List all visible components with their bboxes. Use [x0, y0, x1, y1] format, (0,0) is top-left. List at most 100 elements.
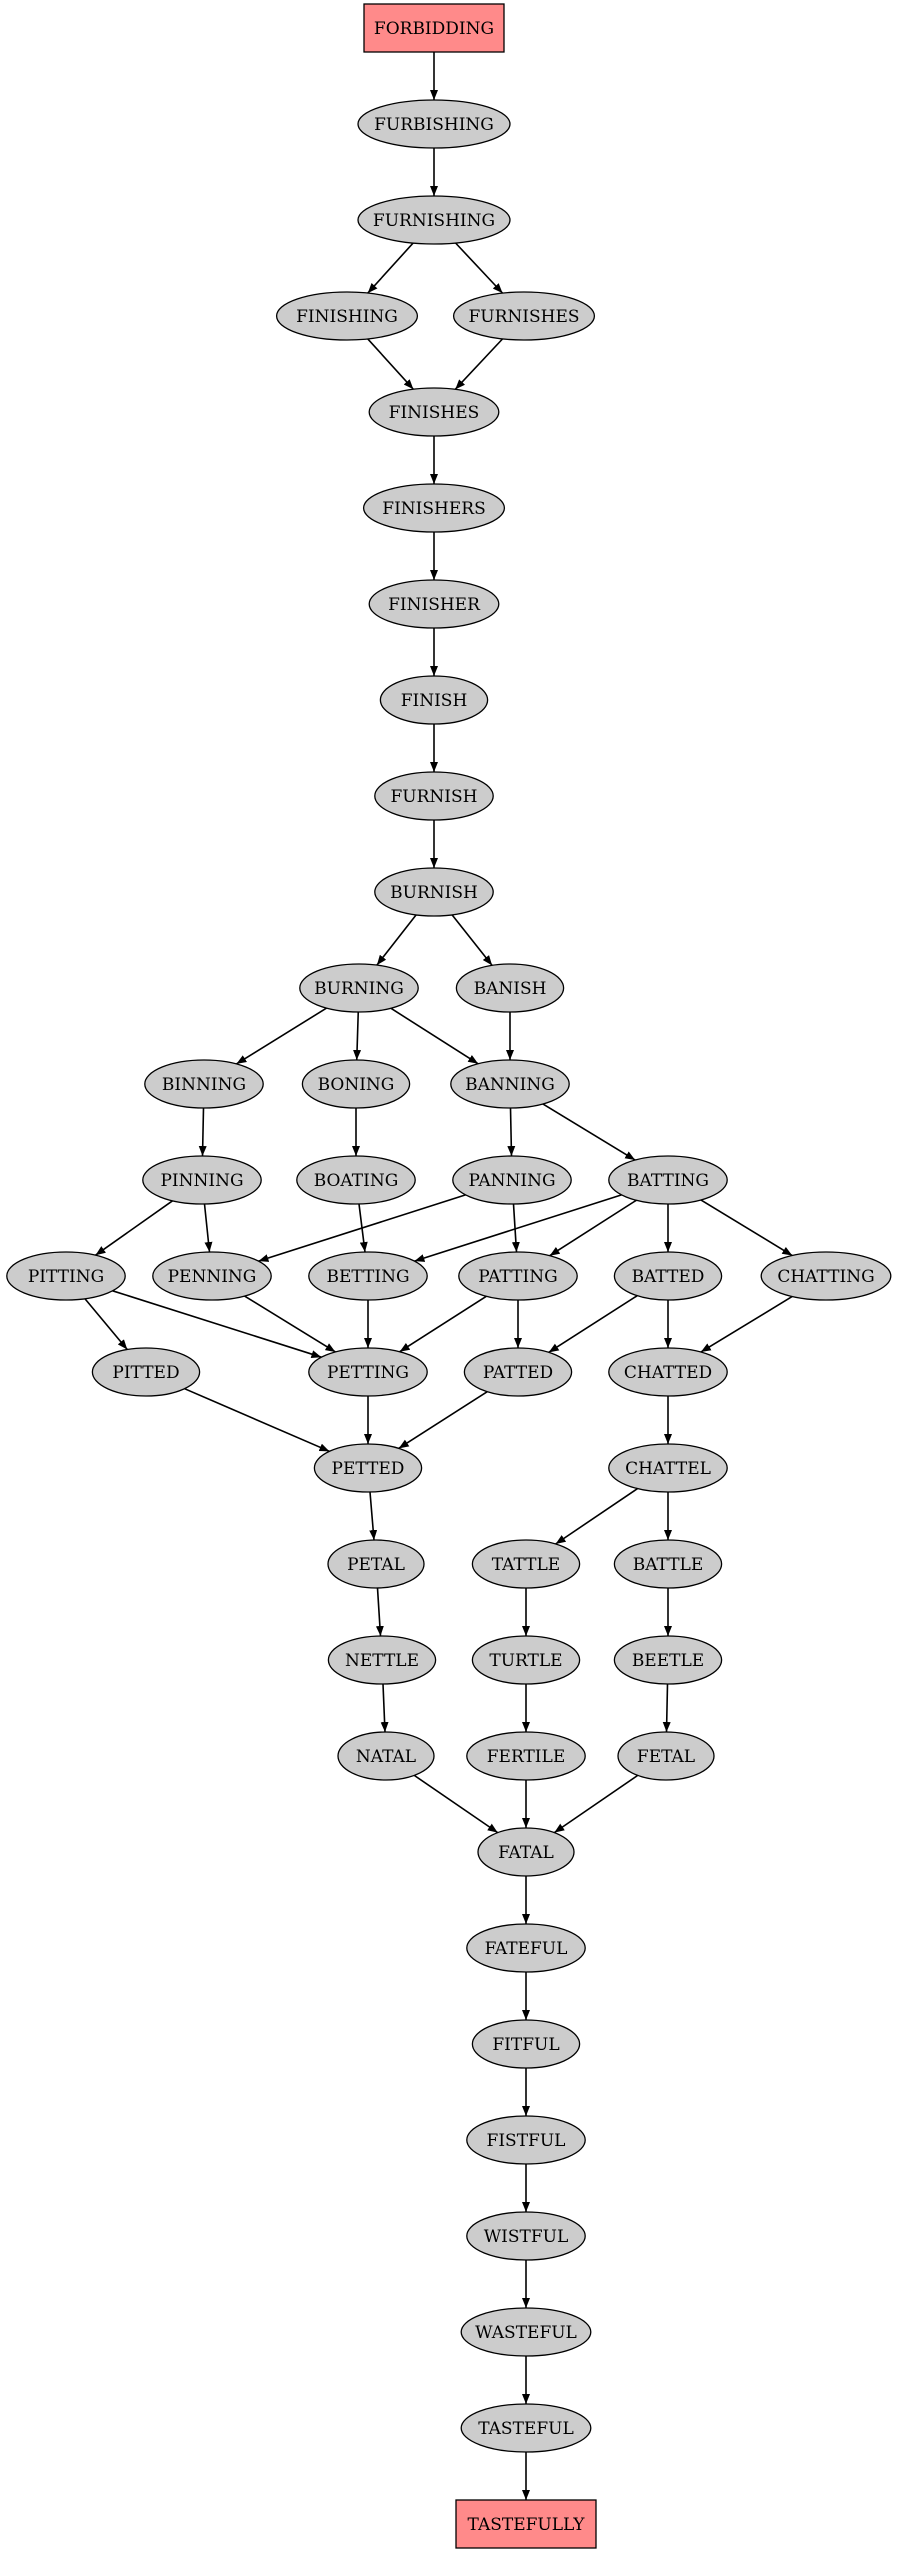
edge-nettle-to-natal	[380, 1683, 389, 1733]
edge-natal-to-fatal	[413, 1774, 499, 1834]
node-battle: BATTLE	[613, 1539, 723, 1589]
edge-finishing-to-finishes	[367, 338, 414, 390]
node-ellipse	[608, 1347, 728, 1397]
node-label: NATAL	[356, 1747, 416, 1767]
node-label: PENNING	[168, 1267, 257, 1287]
node-box	[455, 2499, 597, 2549]
node-ellipse	[296, 1155, 416, 1205]
node-ellipse	[308, 1251, 428, 1301]
node-ellipse	[455, 963, 565, 1013]
node-label: PETAL	[347, 1555, 405, 1575]
node-banish: BANISH	[455, 963, 565, 1013]
node-patting: PATTING	[458, 1251, 578, 1301]
node-batting: BATTING	[608, 1155, 728, 1205]
node-ellipse	[275, 291, 419, 341]
node-fateful: FATEFUL	[466, 1923, 586, 1973]
edge-burning-to-boning	[353, 1011, 362, 1061]
edge-panning-to-patting	[511, 1203, 520, 1253]
nodes-layer: FORBIDDING FURBISHING FURNISHING FINISHING F…	[6, 3, 892, 2549]
edge-pitting-to-pitted	[84, 1298, 128, 1351]
node-ellipse	[613, 1635, 723, 1685]
node-label: PETTING	[327, 1363, 409, 1383]
node-ellipse	[142, 1155, 262, 1205]
edge-batting-to-betting	[414, 1194, 622, 1262]
edge-petal-to-nettle	[375, 1587, 384, 1637]
node-fatal: FATAL	[477, 1827, 575, 1877]
node-label: FURBISHING	[374, 115, 494, 135]
node-ellipse	[357, 99, 511, 149]
node-furnishing: FURNISHING	[357, 195, 511, 245]
node-ellipse	[471, 1635, 581, 1685]
edge-banning-to-batting	[542, 1103, 636, 1161]
edge-furnishing-to-furnishes	[454, 242, 504, 294]
node-label: WISTFUL	[484, 2227, 569, 2247]
node-tasteful: TASTEFUL	[460, 2403, 592, 2453]
edge-banning-to-panning	[507, 1107, 516, 1157]
node-forbidding: FORBIDDING	[363, 3, 505, 53]
edge-chattel-to-tattle	[555, 1487, 639, 1545]
node-turtle: TURTLE	[471, 1635, 581, 1685]
node-finish: FINISH	[379, 675, 489, 725]
node-betting: BETTING	[308, 1251, 428, 1301]
node-binning: BINNING	[144, 1059, 264, 1109]
node-ellipse	[308, 1347, 428, 1397]
node-label: FATEFUL	[485, 1939, 568, 1959]
node-label: FATAL	[498, 1843, 554, 1863]
node-finishing: FINISHING	[275, 291, 419, 341]
node-label: FERTILE	[487, 1747, 565, 1767]
node-ellipse	[450, 1059, 570, 1109]
node-ellipse	[617, 1731, 715, 1781]
node-ellipse	[458, 1251, 578, 1301]
edge-burning-to-banning	[390, 1007, 479, 1065]
node-petted: PETTED	[313, 1443, 423, 1493]
node-fistful: FISTFUL	[466, 2115, 586, 2165]
node-chatted: CHATTED	[608, 1347, 728, 1397]
node-ellipse	[91, 1347, 201, 1397]
node-natal: NATAL	[337, 1731, 435, 1781]
node-ellipse	[452, 291, 596, 341]
node-label: FISTFUL	[487, 2131, 566, 2151]
node-label: BURNING	[314, 979, 404, 999]
node-label: PETTED	[332, 1459, 405, 1479]
node-label: CHATTING	[777, 1267, 874, 1287]
node-label: PATTING	[478, 1267, 557, 1287]
node-label: BEETLE	[632, 1651, 704, 1671]
node-label: FURNISHES	[468, 307, 579, 327]
node-label: TURTLE	[489, 1651, 562, 1671]
node-petting: PETTING	[308, 1347, 428, 1397]
node-tastefully: TASTEFULLY	[455, 2499, 597, 2549]
node-label: BANISH	[474, 979, 547, 999]
node-boating: BOATING	[296, 1155, 416, 1205]
node-ellipse	[327, 1635, 437, 1685]
node-ellipse	[466, 2211, 586, 2261]
node-label: BURNISH	[390, 883, 478, 903]
node-label: PATTED	[483, 1363, 553, 1383]
node-label: FURNISHING	[373, 211, 495, 231]
node-ellipse	[460, 2307, 592, 2357]
node-banning: BANNING	[450, 1059, 570, 1109]
node-label: FITFUL	[492, 2035, 559, 2055]
node-label: BONING	[318, 1075, 395, 1095]
node-ellipse	[368, 387, 500, 437]
node-ellipse	[152, 1251, 272, 1301]
node-label: TATTLE	[492, 1555, 560, 1575]
node-ellipse	[452, 1155, 572, 1205]
edge-burning-to-binning	[236, 1007, 327, 1065]
node-ellipse	[299, 963, 419, 1013]
node-ellipse	[613, 1251, 723, 1301]
node-tattle: TATTLE	[471, 1539, 581, 1589]
node-ellipse	[760, 1251, 892, 1301]
edge-binning-to-pinning	[198, 1107, 207, 1157]
node-furnish: FURNISH	[374, 771, 494, 821]
node-panning: PANNING	[452, 1155, 572, 1205]
node-ellipse	[613, 1539, 723, 1589]
node-furbishing: FURBISHING	[357, 99, 511, 149]
node-chatting: CHATTING	[760, 1251, 892, 1301]
node-label: TASTEFULLY	[468, 2515, 586, 2535]
edge-patted-to-petted	[398, 1390, 488, 1450]
node-petal: PETAL	[327, 1539, 425, 1589]
node-label: FINISHER	[388, 595, 481, 615]
node-label: FURNISH	[391, 787, 478, 807]
node-furnishes: FURNISHES	[452, 291, 596, 341]
node-ellipse	[477, 1827, 575, 1877]
